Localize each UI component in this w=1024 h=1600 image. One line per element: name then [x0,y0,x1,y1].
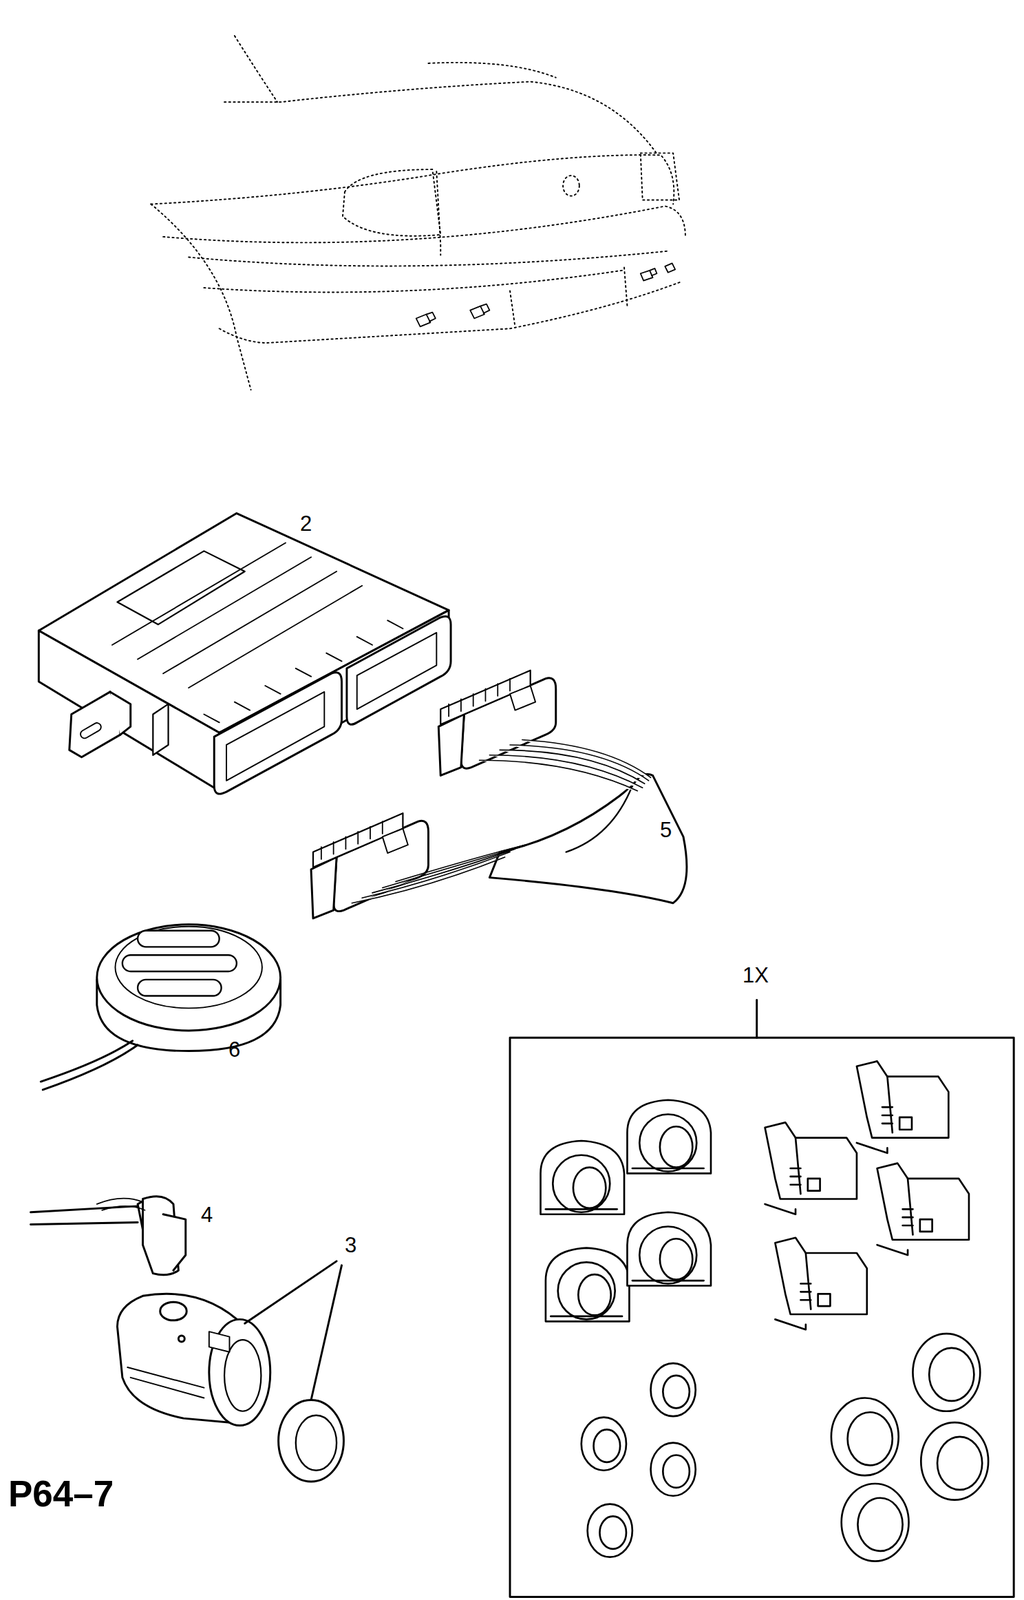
warning-buzzer [40,924,281,1090]
sealing-rings [581,1332,989,1561]
wiring-harness [311,670,687,919]
callout-number: 6 [228,1038,241,1060]
callout-number: 5 [659,818,672,841]
leader-lines [244,999,757,1400]
kit-box [509,1037,1014,1596]
sensor-connector [30,1196,186,1275]
car-outline [150,35,686,390]
control-unit [38,513,451,795]
callout-number: 3 [344,1233,357,1256]
sensor-marks [416,262,676,327]
ultrasonic-sensor [116,1293,344,1481]
mounting-clips [540,1099,711,1322]
callout-number: 4 [200,1203,213,1225]
callout-number: 2 [300,512,312,535]
callout-number: 1X [742,964,769,986]
sensor-holders [765,1060,969,1329]
page-reference: P64–7 [8,1474,114,1512]
